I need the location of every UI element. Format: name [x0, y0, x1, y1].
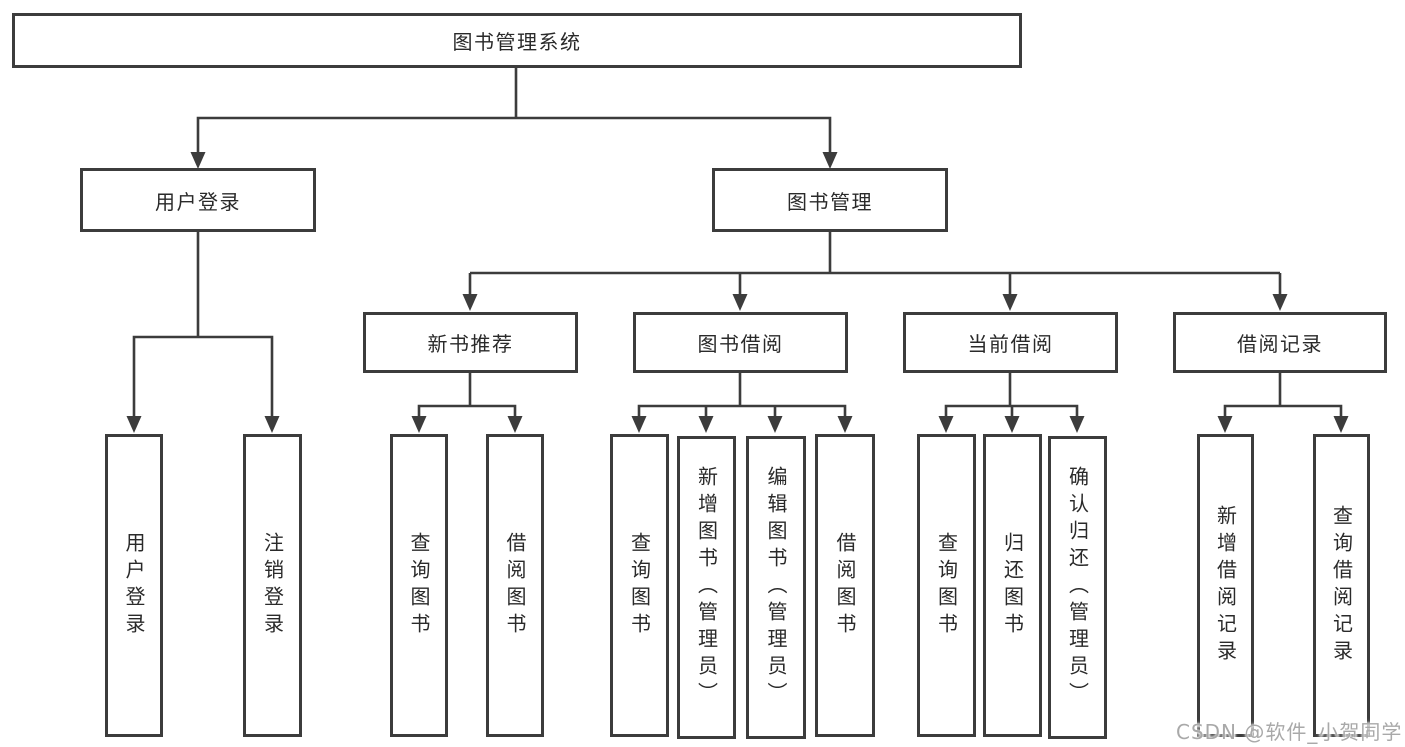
- leaf-newrec-borrow-books: 借阅图书: [486, 434, 544, 737]
- connector-current-borrow: [944, 373, 1079, 420]
- section-current-borrow: 当前借阅: [903, 312, 1118, 373]
- leaf-records-add-record-label: 新增借阅记录: [1213, 504, 1238, 667]
- leaf-current-confirm-return-admin: 确认归还（管理员）: [1048, 436, 1107, 739]
- leaf-records-query-record: 查询借阅记录: [1313, 434, 1370, 737]
- leaf-current-confirm-return-admin-label: 确认归还（管理员）: [1065, 466, 1090, 709]
- leaf-logout-login: 注销登录: [243, 434, 302, 737]
- branch-book-management-label: 图书管理: [787, 189, 873, 214]
- leaf-records-add-record: 新增借阅记录: [1197, 434, 1254, 737]
- leaf-current-return-books: 归还图书: [983, 434, 1042, 737]
- section-new-book-recommend: 新书推荐: [363, 312, 578, 373]
- root-node: 图书管理系统: [12, 13, 1022, 68]
- leaf-borrow-borrow-books: 借阅图书: [815, 434, 875, 737]
- leaf-newrec-borrow-books-label: 借阅图书: [503, 531, 527, 640]
- root-node-label: 图书管理系统: [452, 30, 582, 54]
- leaf-current-query-books-label: 查询图书: [934, 531, 959, 640]
- leaf-newrec-query-books-label: 查询图书: [407, 531, 431, 640]
- branch-user-login-label: 用户登录: [155, 189, 241, 214]
- section-current-borrow-label: 当前借阅: [967, 332, 1054, 356]
- leaf-borrow-query-books-label: 查询图书: [627, 531, 652, 640]
- connector-mgmt-branch: [468, 232, 1282, 296]
- leaf-user-login-label: 用户登录: [122, 531, 146, 640]
- section-borrow-records: 借阅记录: [1173, 312, 1387, 373]
- leaf-borrow-borrow-books-label: 借阅图书: [833, 531, 857, 640]
- branch-user-login: 用户登录: [80, 168, 316, 232]
- leaf-current-query-books: 查询图书: [917, 434, 976, 737]
- leaf-borrow-query-books: 查询图书: [610, 434, 669, 737]
- watermark: CSDN @软件_小贺同学: [1176, 720, 1403, 744]
- connector-new-book: [417, 373, 517, 420]
- leaf-records-query-record-label: 查询借阅记录: [1329, 504, 1354, 667]
- leaf-borrow-add-books-admin-label: 新增图书（管理员）: [694, 466, 719, 709]
- connector-root: [196, 68, 832, 152]
- section-new-book-recommend-label: 新书推荐: [427, 332, 514, 356]
- leaf-current-return-books-label: 归还图书: [1000, 531, 1025, 640]
- leaf-user-login: 用户登录: [105, 434, 163, 737]
- leaf-borrow-add-books-admin: 新增图书（管理员）: [677, 436, 736, 739]
- leaf-borrow-edit-books-admin-label: 编辑图书（管理员）: [764, 466, 788, 709]
- section-book-borrow: 图书借阅: [633, 312, 848, 373]
- leaf-logout-login-label: 注销登录: [260, 531, 285, 640]
- section-borrow-records-label: 借阅记录: [1237, 332, 1323, 356]
- connector-borrow-records: [1223, 373, 1343, 420]
- connector-login-branch: [132, 232, 274, 420]
- leaf-borrow-edit-books-admin: 编辑图书（管理员）: [746, 436, 806, 739]
- leaf-newrec-query-books: 查询图书: [390, 434, 448, 737]
- section-book-borrow-label: 图书借阅: [697, 332, 784, 356]
- branch-book-management: 图书管理: [712, 168, 948, 232]
- connector-book-borrow: [637, 373, 847, 420]
